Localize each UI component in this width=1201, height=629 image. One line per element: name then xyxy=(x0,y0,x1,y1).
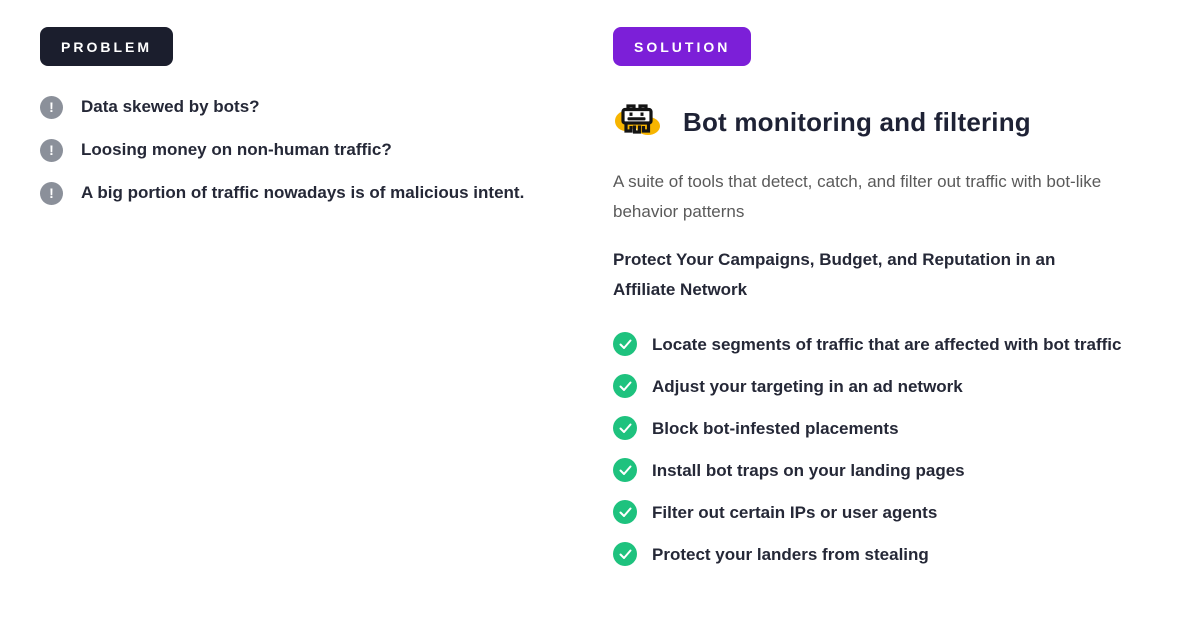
solution-subheading: Protect Your Campaigns, Budget, and Repu… xyxy=(613,250,1056,299)
list-item: Block bot-infested placements xyxy=(613,413,1140,444)
solution-heading-row: Bot monitoring and filtering xyxy=(613,100,1140,144)
check-circle-icon xyxy=(613,500,637,524)
list-item: Install bot traps on your landing pages xyxy=(613,455,1140,486)
list-item: Adjust your targeting in an ad network xyxy=(613,371,1140,402)
exclamation-circle-icon: ! xyxy=(40,138,63,162)
checklist-item-label: Locate segments of traffic that are affe… xyxy=(652,335,1122,354)
check-circle-icon xyxy=(613,332,637,356)
problem-solution-section: PROBLEM ! Data skewed by bots? ! Loosing… xyxy=(40,27,1140,581)
list-item: ! Data skewed by bots? xyxy=(40,95,572,119)
check-circle-icon xyxy=(613,416,637,440)
problem-item-label: Loosing money on non-human traffic? xyxy=(81,140,392,159)
problem-item-label: Data skewed by bots? xyxy=(81,97,260,116)
check-circle-icon xyxy=(613,458,637,482)
checklist-item-label: Block bot-infested placements xyxy=(652,419,899,438)
list-item: ! Loosing money on non-human traffic? xyxy=(40,138,572,162)
solution-column: SOLUTION Bot monitoring and filtering xyxy=(613,27,1140,581)
list-item: Filter out certain IPs or user agents xyxy=(613,497,1140,528)
list-item: ! A big portion of traffic nowadays is o… xyxy=(40,181,572,205)
solution-description: A suite of tools that detect, catch, and… xyxy=(613,172,1102,221)
check-circle-icon xyxy=(613,542,637,566)
bot-icon xyxy=(615,104,660,135)
solution-checklist: Locate segments of traffic that are affe… xyxy=(613,329,1140,570)
solution-badge: SOLUTION xyxy=(613,27,752,66)
list-item: Protect your landers from stealing xyxy=(613,539,1140,570)
problem-badge: PROBLEM xyxy=(40,27,173,66)
checklist-item-label: Install bot traps on your landing pages xyxy=(652,461,965,480)
exclamation-circle-icon: ! xyxy=(40,95,63,119)
check-circle-icon xyxy=(613,374,637,398)
problem-item-label: A big portion of traffic nowadays is of … xyxy=(81,183,525,202)
list-item: Locate segments of traffic that are affe… xyxy=(613,329,1140,360)
problem-list: ! Data skewed by bots? ! Loosing money o… xyxy=(40,95,572,205)
problem-column: PROBLEM ! Data skewed by bots? ! Loosing… xyxy=(40,27,572,581)
checklist-item-label: Protect your landers from stealing xyxy=(652,545,929,564)
checklist-item-label: Filter out certain IPs or user agents xyxy=(652,503,938,522)
exclamation-circle-icon: ! xyxy=(40,181,63,205)
checklist-item-label: Adjust your targeting in an ad network xyxy=(652,377,963,396)
page-title: Bot monitoring and filtering xyxy=(683,106,1031,137)
